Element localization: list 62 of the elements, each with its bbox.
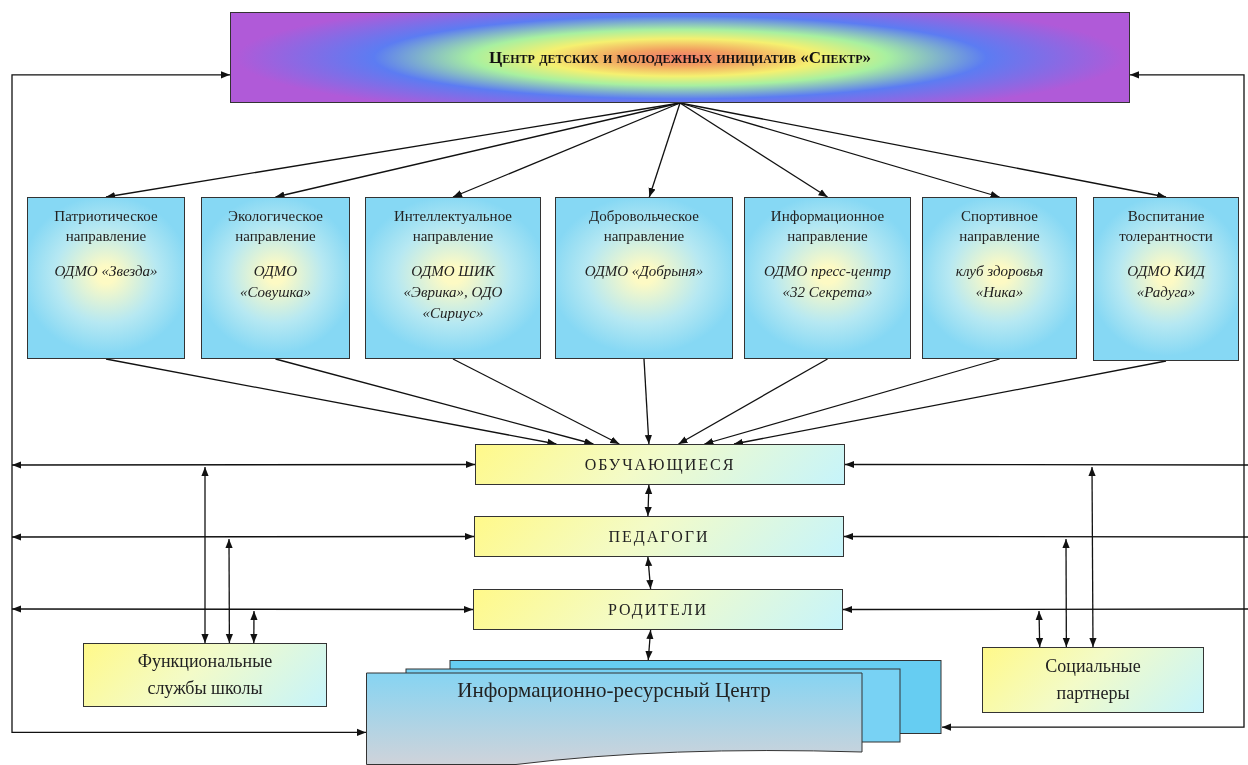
- arrow: [1088, 466, 1097, 648]
- arrow: [452, 102, 681, 198]
- group-box: [474, 516, 844, 557]
- partner-box: [982, 647, 1204, 713]
- arrow: [11, 71, 367, 737]
- box-label: РОДИТЕЛИ: [607, 600, 709, 619]
- club-name: клуб здоровья «Ника»: [954, 261, 1045, 302]
- direction-title: Интеллектуальное направление: [393, 207, 513, 247]
- box-label: Функциональные службы школы: [136, 650, 274, 700]
- direction-box: [365, 197, 541, 359]
- arrow: [452, 358, 620, 445]
- direction-box: [744, 197, 911, 359]
- arrow: [1062, 538, 1070, 648]
- direction-title: Воспитание толерантности: [1118, 207, 1214, 247]
- partner-box: [83, 643, 327, 707]
- direction-title: Спортивное направление: [958, 207, 1041, 247]
- arrow: [644, 484, 653, 517]
- arrow: [648, 102, 681, 198]
- club-name: ОДМО КИД «Радуга»: [1126, 261, 1207, 302]
- arrow: [105, 358, 558, 446]
- direction-box: [922, 197, 1077, 359]
- arrow: [11, 532, 475, 541]
- arrow: [844, 460, 1248, 469]
- direction-box: [27, 197, 185, 359]
- arrow: [1035, 610, 1044, 648]
- arrow: [842, 605, 1248, 614]
- header-title: Центр детских и молодежных инициатив «Спектр»: [489, 47, 871, 68]
- arrow: [677, 358, 829, 445]
- arrow: [274, 358, 595, 446]
- box-label: Информационно-ресурсный Центр: [456, 678, 772, 703]
- group-box: [475, 444, 845, 485]
- club-name: ОДМО «Добрыня»: [583, 261, 705, 281]
- direction-box: [201, 197, 350, 359]
- arrow: [843, 532, 1248, 541]
- box-label: ПЕДАГОГИ: [608, 527, 710, 546]
- group-box: [473, 589, 843, 630]
- arrow: [11, 460, 476, 469]
- direction-title: Информационное направление: [769, 207, 886, 247]
- arrow: [11, 605, 474, 614]
- direction-title: Патриотическое направление: [53, 207, 159, 247]
- arrow: [225, 538, 233, 644]
- header-banner: [230, 12, 1130, 103]
- direction-box: [1093, 197, 1239, 361]
- arrow: [201, 466, 209, 644]
- direction-title: Добровольческое направление: [588, 207, 700, 247]
- club-name: ОДМО пресс-центр «32 Секрета»: [762, 261, 893, 302]
- arrow: [703, 358, 1001, 445]
- document-stack: [366, 660, 942, 765]
- arrow: [643, 358, 652, 445]
- arrow: [941, 71, 1245, 731]
- arrow: [645, 629, 654, 661]
- direction-box: [555, 197, 733, 359]
- box-label: Социальные партнеры: [1044, 655, 1142, 705]
- arrow: [250, 610, 258, 644]
- box-label: ОБУЧАЮЩИЕСЯ: [584, 455, 736, 474]
- direction-title: Экологическое направление: [227, 207, 324, 247]
- arrow: [645, 556, 654, 590]
- club-name: ОДМО «Совушка»: [238, 261, 313, 302]
- club-name: ОДМО ШИК «Эврика», ОДО «Сириус»: [402, 261, 504, 323]
- arrow: [733, 360, 1167, 446]
- club-name: ОДМО «Звезда»: [53, 261, 159, 281]
- arrow: [679, 102, 829, 198]
